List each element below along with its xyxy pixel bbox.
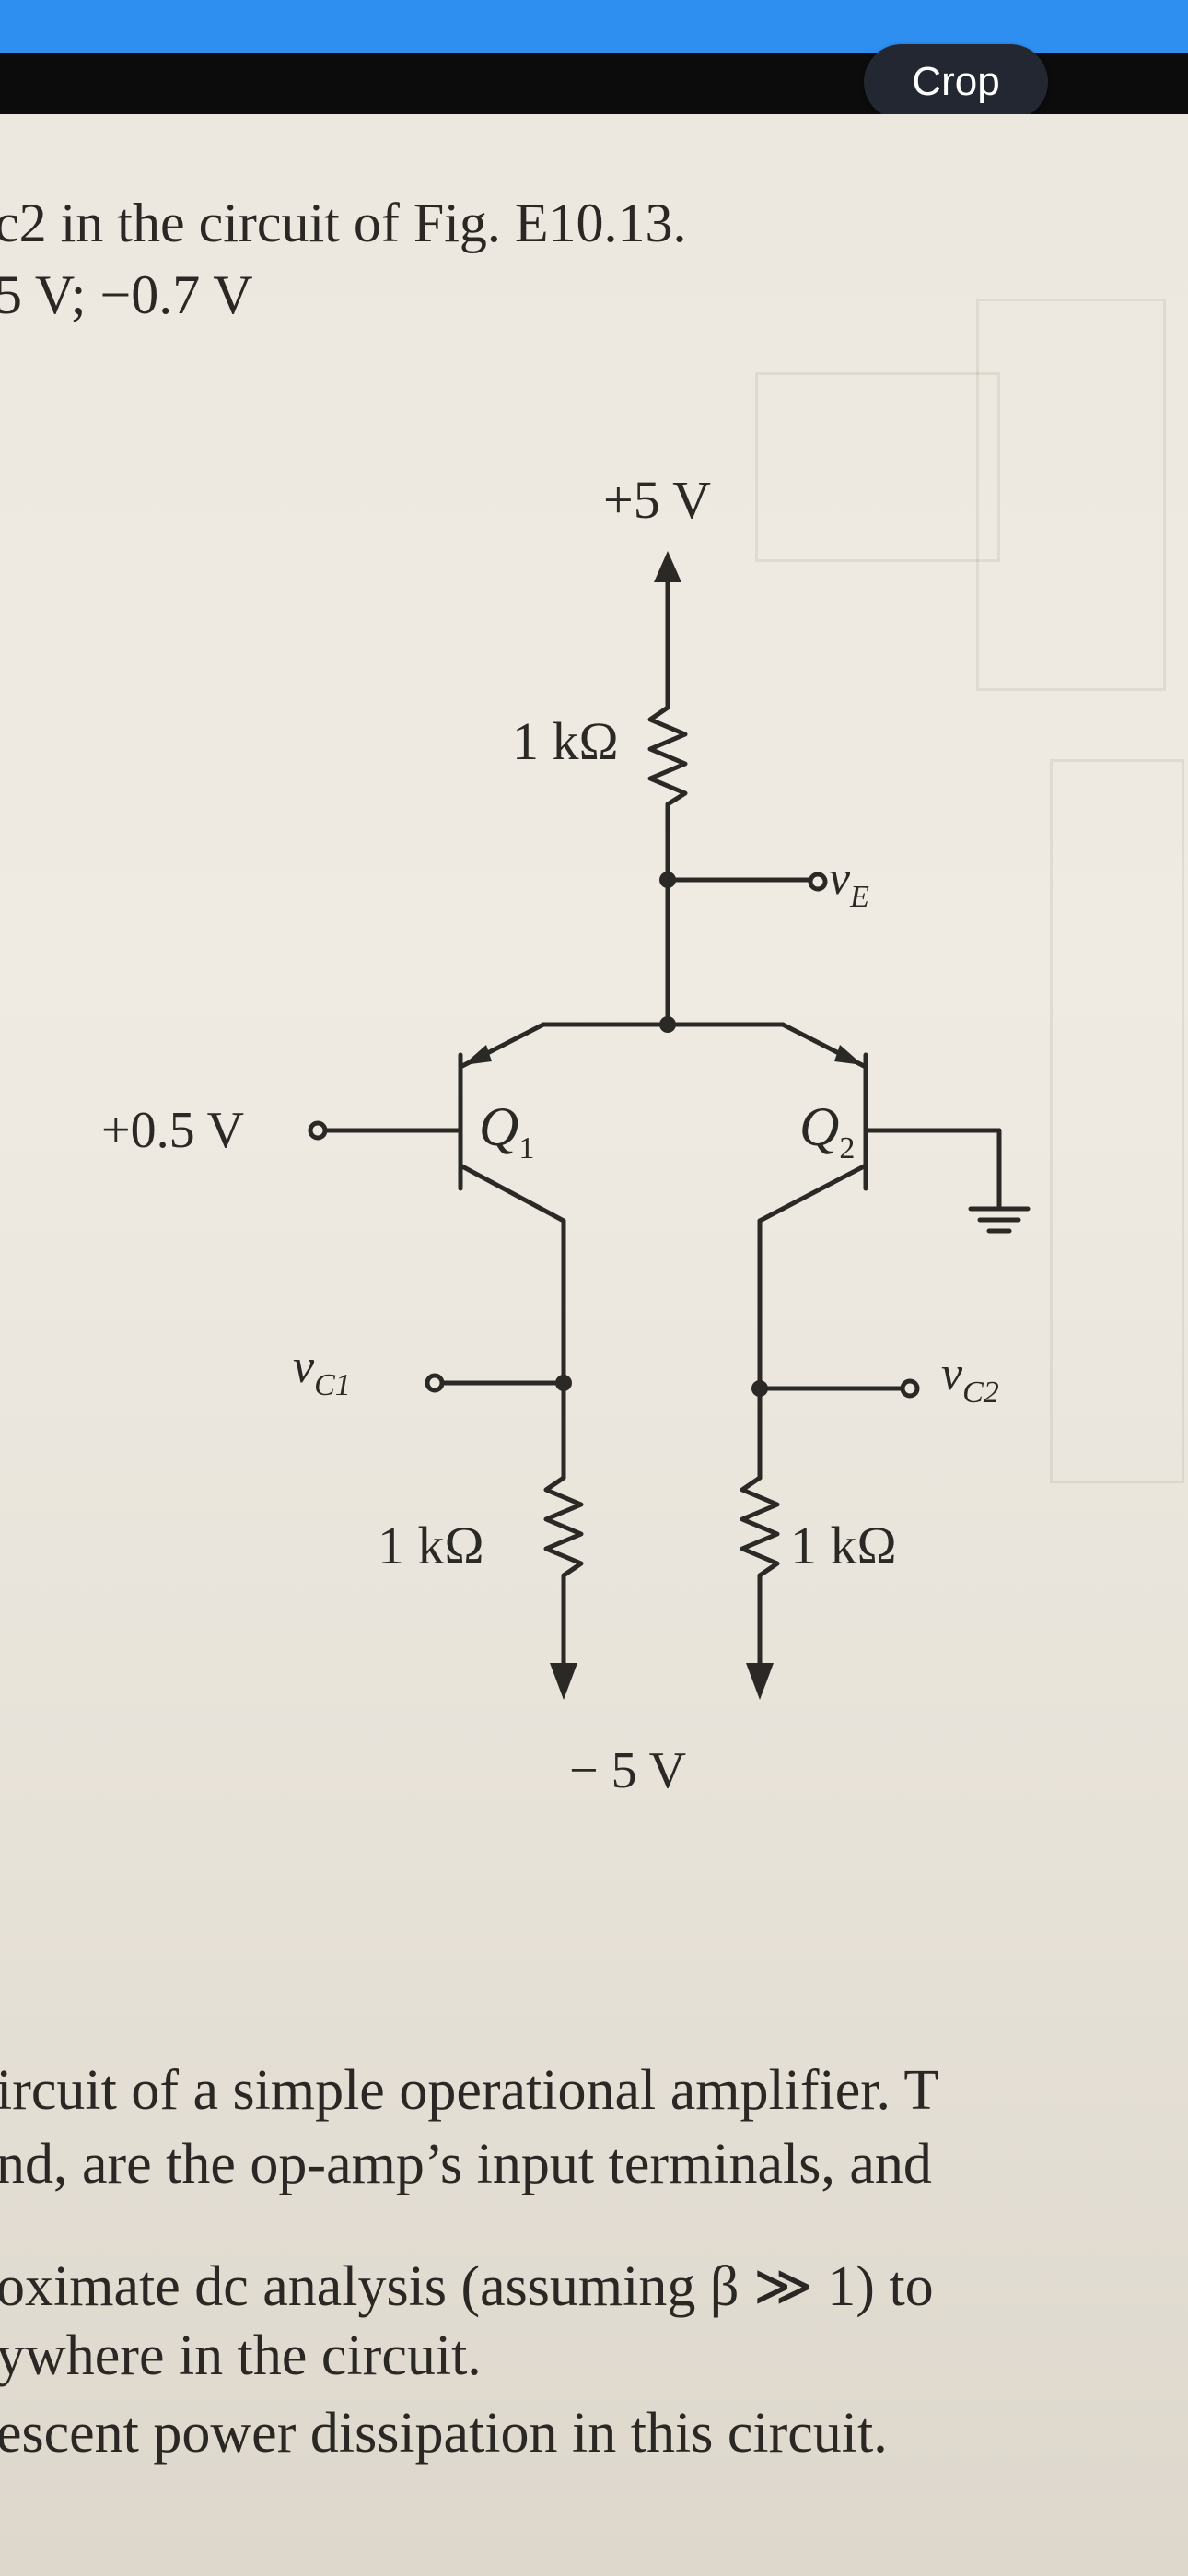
body-text-line: escent power dissipation in this circuit…	[0, 2402, 888, 2465]
crop-button[interactable]: Crop	[864, 44, 1048, 120]
photo-canvas: c2 in the circuit of Fig. E10.13. 5 V; −…	[0, 114, 1188, 2576]
c1-resistor-label: 1 kΩ	[378, 1516, 484, 1575]
junction-dot	[751, 1380, 768, 1397]
c2-resistor-label: 1 kΩ	[790, 1516, 897, 1575]
down-arrow-icon	[746, 1663, 774, 1700]
bleed-through-figure	[976, 299, 1166, 691]
vc2-label: vC2	[941, 1348, 999, 1410]
body-text-line: ircuit of a simple operational amplifier…	[0, 2059, 939, 2122]
vc2-terminal	[900, 1378, 920, 1399]
supply-arrow-icon	[654, 551, 681, 582]
junction-dot	[555, 1375, 572, 1391]
q1-label: Q1	[479, 1096, 534, 1165]
body-text-line: nd, are the op-amp’s input terminals, an…	[0, 2133, 932, 2195]
emitter-resistor-label: 1 kΩ	[512, 711, 619, 771]
junction-dot	[659, 872, 676, 888]
input-terminal	[308, 1120, 328, 1141]
down-arrow-icon	[550, 1663, 577, 1700]
body-text-line: 5 V; −0.7 V	[0, 264, 253, 325]
vc1-terminal	[425, 1373, 445, 1393]
q1-collector	[458, 1163, 566, 1224]
bleed-through-figure	[755, 372, 1000, 562]
body-text-line: ywhere in the circuit.	[0, 2324, 482, 2387]
supply-positive-label: +5 V	[603, 470, 711, 530]
q2-collector	[757, 1163, 868, 1224]
q1-emitter-arrow-icon	[463, 1045, 492, 1065]
ve-label: vE	[829, 852, 869, 914]
bleed-through-figure	[1050, 759, 1184, 1483]
junction-dot	[659, 1016, 676, 1033]
vc1-label: vC1	[293, 1341, 351, 1402]
body-text-line: oximate dc analysis (assuming β ≫ 1) to	[0, 2255, 934, 2318]
body-text-line: c2 in the circuit of Fig. E10.13.	[0, 193, 687, 253]
c2-resistor	[740, 1475, 780, 1578]
q2-emitter-arrow-icon	[834, 1045, 863, 1065]
c1-resistor	[543, 1475, 584, 1578]
supply-negative-label: − 5 V	[569, 1742, 686, 1799]
q2-label: Q2	[799, 1096, 855, 1165]
ve-terminal	[808, 872, 828, 892]
input-voltage-label: +0.5 V	[101, 1102, 244, 1159]
emitter-resistor	[647, 705, 688, 807]
